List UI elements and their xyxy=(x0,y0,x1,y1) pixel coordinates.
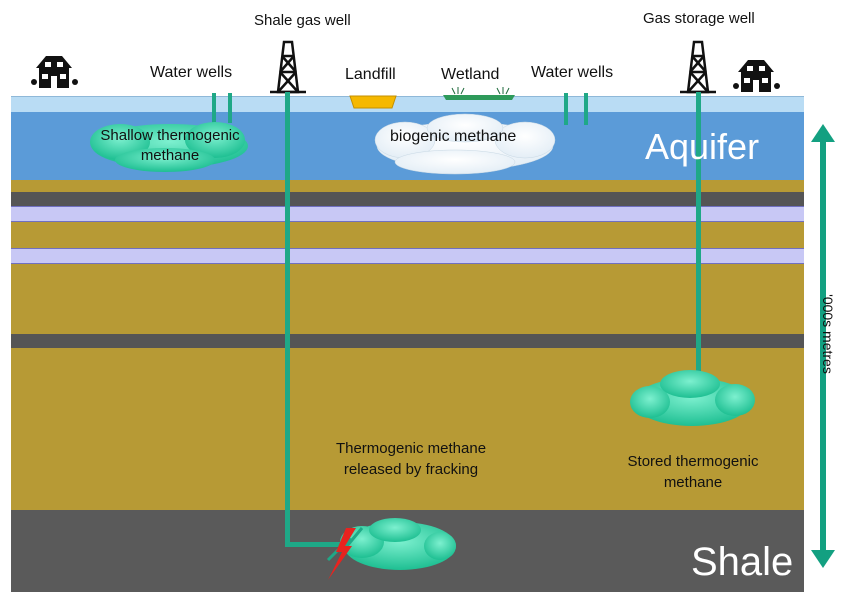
house-icon xyxy=(733,60,780,92)
surface-layer xyxy=(11,96,804,113)
dark-band-1 xyxy=(11,192,804,206)
wetland-shape xyxy=(443,87,515,100)
sediment-layer-1 xyxy=(11,180,804,192)
light-band-1 xyxy=(11,206,804,222)
aquifer-label: Aquifer xyxy=(645,126,760,167)
water-wells-left-label: Water wells xyxy=(150,64,233,81)
shallow-thermogenic-label: Shallow thermogenic methane xyxy=(100,127,240,164)
light-band-2 xyxy=(11,248,804,264)
water-well-pipes xyxy=(212,93,588,125)
biogenic-methane-label: biogenic methane xyxy=(390,128,517,145)
wetland-label: Wetland xyxy=(441,66,500,83)
landfill-shape xyxy=(349,95,397,109)
shale-label: Shale xyxy=(691,540,794,584)
biogenic-methane-cloud xyxy=(374,113,556,175)
dark-band-2 xyxy=(11,334,804,348)
storage-derrick-icon xyxy=(680,40,716,94)
depth-scale-arrow xyxy=(811,124,835,568)
shale-gas-derrick-icon xyxy=(270,40,306,94)
sediment-layer-2 xyxy=(11,222,804,248)
water-wells-right-label: Water wells xyxy=(531,64,614,81)
depth-scale-label: '000s metres xyxy=(819,294,836,374)
fracking-methane-cloud xyxy=(340,518,456,570)
shale-gas-well-pipe xyxy=(285,92,345,547)
sediment-layer-3 xyxy=(11,264,804,334)
fracture-lightning-icon xyxy=(328,528,356,580)
house-icon xyxy=(31,56,78,88)
shale-gas-well-label: Shale gas well xyxy=(254,12,351,29)
gas-storage-well-label: Gas storage well xyxy=(643,10,755,27)
fracking-methane-label: Thermogenic methane released by fracking xyxy=(335,440,487,478)
shallow-methane-cloud xyxy=(90,122,248,172)
stored-methane-cloud xyxy=(630,370,755,426)
stored-methane-label: Stored thermogenic methane xyxy=(627,453,759,491)
landfill-label: Landfill xyxy=(345,66,396,83)
gas-storage-well-pipe xyxy=(696,92,701,402)
